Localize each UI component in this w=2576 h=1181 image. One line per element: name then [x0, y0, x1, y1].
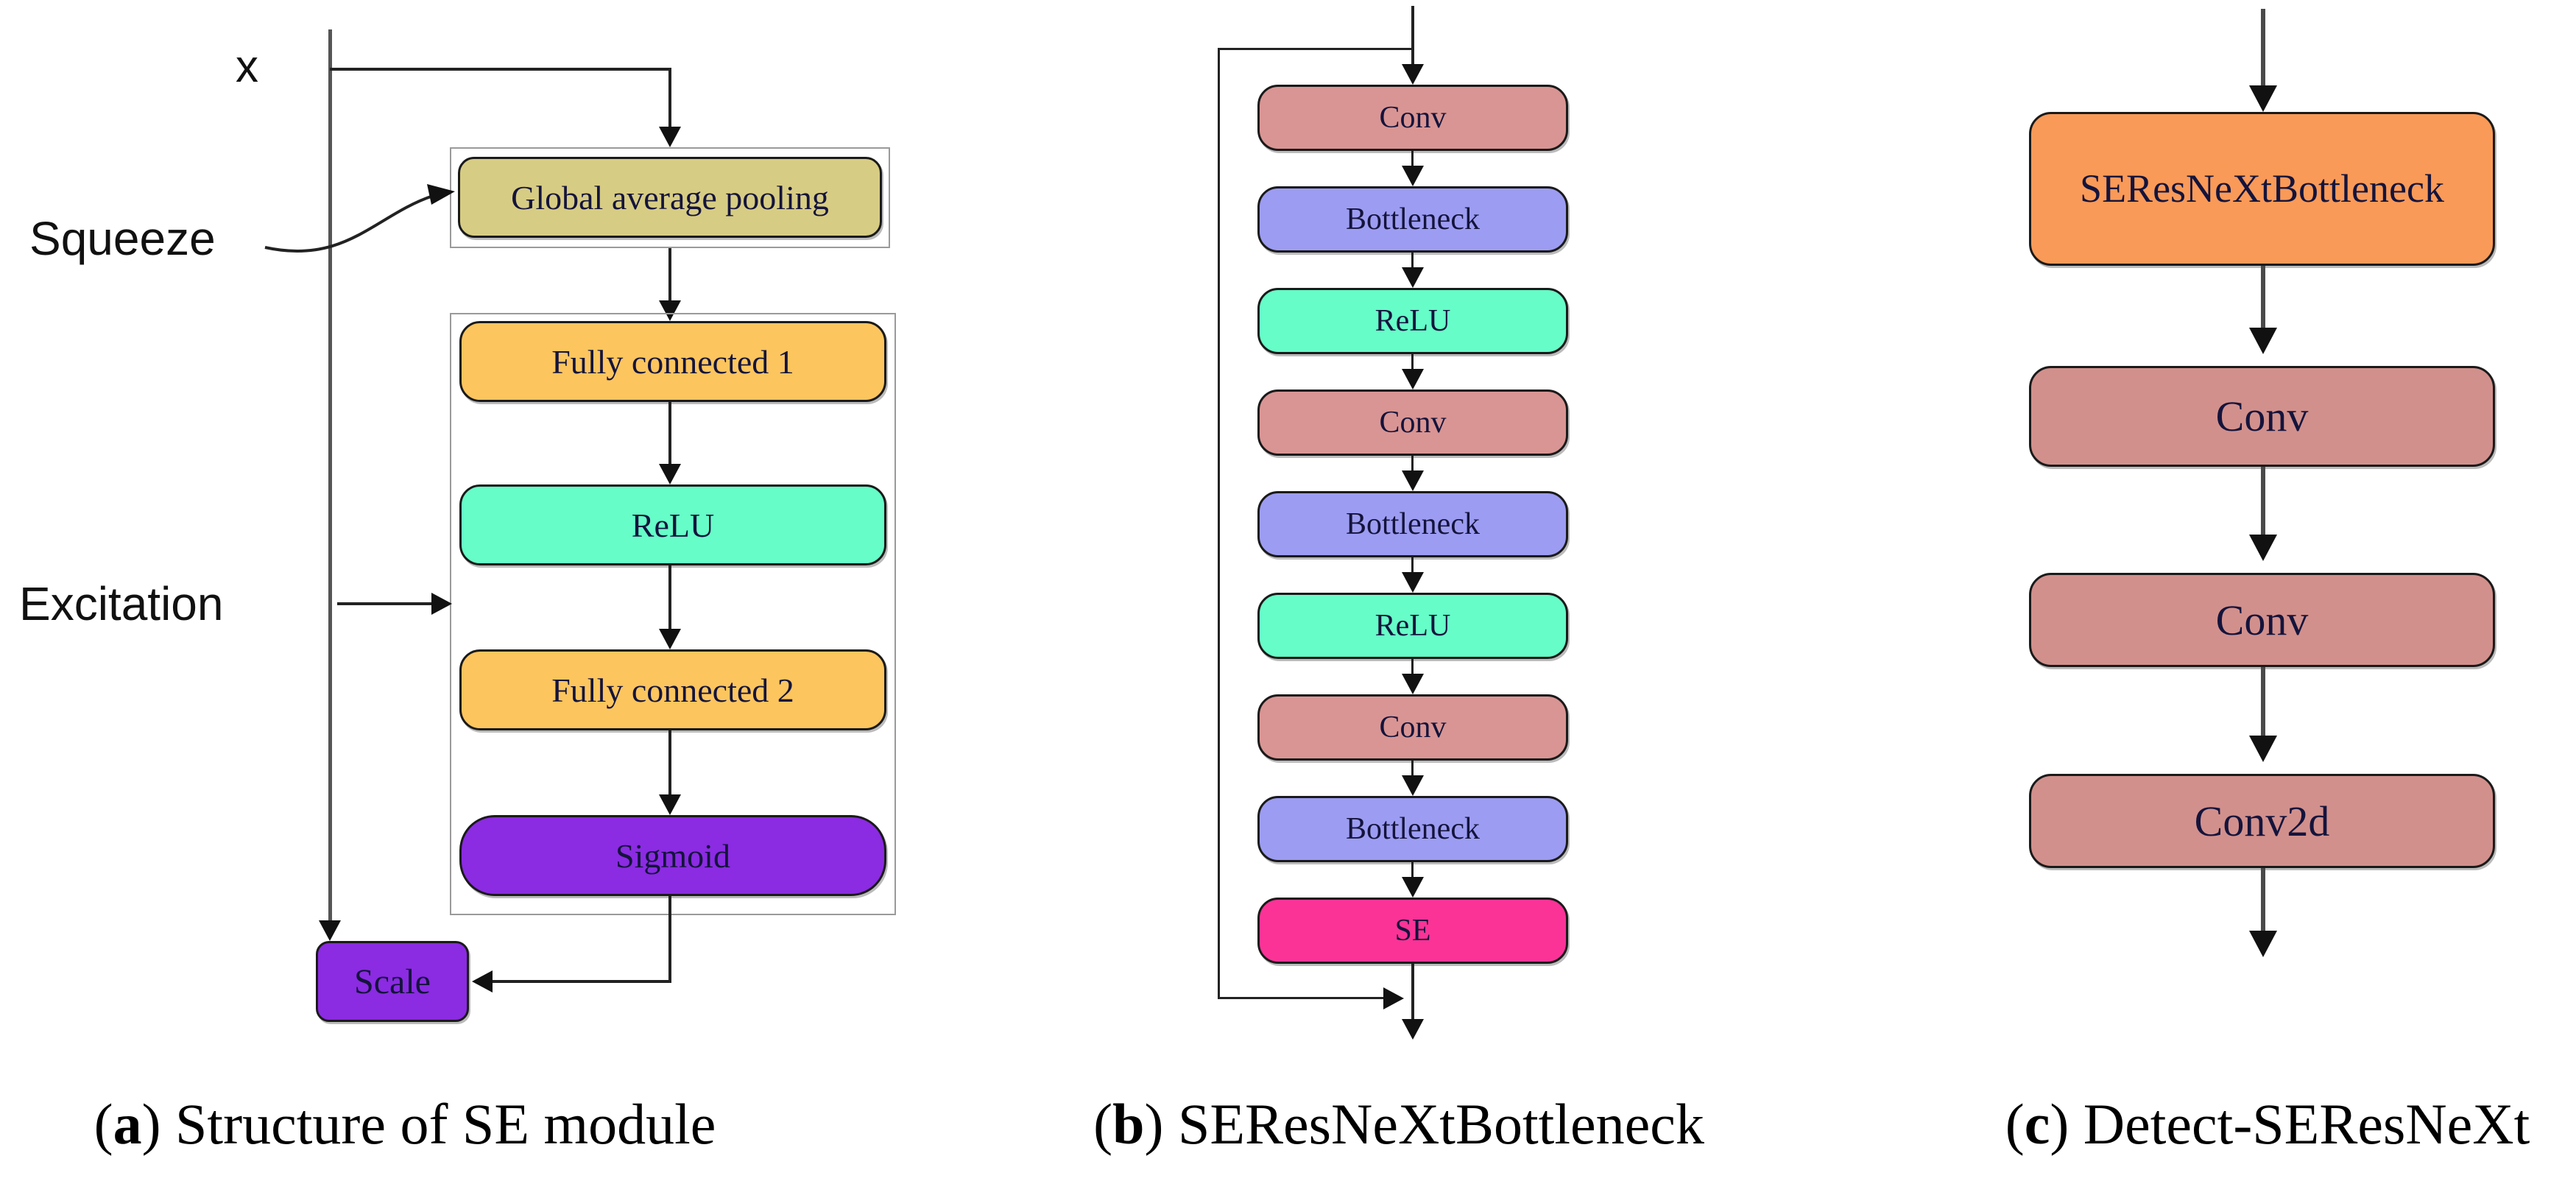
caption-paren: )	[1144, 1092, 1178, 1156]
node-fully-connected-2: Fully connected 2	[459, 649, 886, 730]
caption-a: (a) Structure of SE module	[59, 1096, 751, 1153]
arrowhead-down-icon	[1402, 470, 1424, 491]
connector-line	[668, 730, 671, 794]
arrowhead-down-icon	[1402, 369, 1424, 389]
arrowhead-down-icon	[659, 794, 681, 815]
connector-line	[2261, 467, 2265, 536]
caption-text: SEResNeXtBottleneck	[1177, 1092, 1704, 1156]
skip-connection-line	[1218, 997, 1383, 999]
arrowhead-down-icon	[659, 629, 681, 649]
caption-paren: )	[141, 1092, 176, 1156]
connector-line	[668, 402, 671, 464]
arrowhead-down-icon	[2249, 535, 2277, 561]
arrowhead-down-icon	[1402, 572, 1424, 593]
node-global-average-pooling: Global average pooling	[458, 157, 882, 238]
arrowhead-down-icon	[1402, 267, 1424, 288]
arrowhead-down-icon	[1402, 775, 1424, 796]
connector-line	[668, 565, 671, 629]
caption-c: (c) Detect-SEResNeXt	[1907, 1096, 2576, 1153]
arrowhead-down-icon	[1402, 166, 1424, 186]
node-bottleneck: Bottleneck	[1257, 491, 1568, 557]
caption-paren: (	[93, 1092, 113, 1156]
connector-line	[493, 980, 671, 983]
node-seresnext-bottleneck: SEResNeXtBottleneck	[2029, 112, 2495, 266]
skip-connection-line	[1219, 48, 1413, 50]
node-conv: Conv	[2029, 573, 2495, 667]
connector-line	[668, 248, 671, 301]
input-x-label: x	[236, 41, 258, 92]
node-conv: Conv	[1257, 389, 1568, 456]
caption-paren: )	[2050, 1092, 2083, 1156]
connector-line	[1411, 151, 1414, 167]
arrowhead-right-icon	[431, 593, 452, 615]
connector-line	[2261, 9, 2265, 85]
node-bottleneck: Bottleneck	[1257, 796, 1568, 862]
connector-line	[1411, 557, 1414, 574]
node-fully-connected-1: Fully connected 1	[459, 321, 886, 402]
arrowhead-down-icon	[2249, 931, 2277, 957]
main-branch-line	[328, 29, 332, 920]
connector-line	[1411, 253, 1414, 269]
arrowhead-down-icon	[659, 300, 681, 321]
caption-letter: a	[113, 1092, 142, 1156]
connector-line	[668, 896, 671, 983]
node-conv2d: Conv2d	[2029, 774, 2495, 868]
node-relu: ReLU	[1257, 593, 1568, 659]
node-sigmoid: Sigmoid	[459, 815, 886, 896]
connector-line	[1411, 456, 1414, 472]
connector-line	[1411, 354, 1414, 370]
caption-b: (b) SEResNeXtBottleneck	[1045, 1096, 1752, 1153]
node-bottleneck: Bottleneck	[1257, 186, 1568, 253]
arrowhead-left-icon	[472, 970, 493, 993]
arrowhead-down-icon	[1402, 64, 1424, 85]
node-conv: Conv	[1257, 694, 1568, 761]
connector-line	[2261, 667, 2265, 737]
arrowhead-down-icon	[1402, 877, 1424, 898]
excitation-label: Excitation	[19, 577, 224, 630]
caption-paren: (	[2005, 1092, 2025, 1156]
connector-line	[1411, 659, 1414, 675]
node-relu: ReLU	[459, 484, 886, 565]
arrowhead-down-icon	[319, 920, 341, 941]
connector-line	[2261, 266, 2265, 329]
arrowhead-down-icon	[2249, 736, 2277, 762]
arrowhead-down-icon	[2249, 85, 2277, 112]
connector-line	[1411, 6, 1414, 65]
node-conv: Conv	[1257, 85, 1568, 151]
connector-line	[668, 68, 671, 127]
arrowhead-down-icon	[1402, 1019, 1424, 1040]
squeeze-label: Squeeze	[29, 212, 216, 265]
connector-line	[2261, 868, 2265, 932]
connector-line	[1411, 964, 1414, 1020]
excitation-arrow-line	[337, 602, 431, 605]
arrowhead-down-icon	[659, 127, 681, 147]
caption-text: Detect-SEResNeXt	[2083, 1092, 2530, 1156]
node-se: SE	[1257, 898, 1568, 964]
arrowhead-right-icon	[1383, 987, 1404, 1009]
node-conv: Conv	[2029, 366, 2495, 467]
connector-line	[330, 68, 671, 71]
connector-line	[1411, 862, 1414, 878]
caption-text: Structure of SE module	[175, 1092, 716, 1156]
caption-letter: b	[1112, 1092, 1145, 1156]
connector-line	[1411, 761, 1414, 777]
arrowhead-down-icon	[2249, 328, 2277, 354]
skip-connection-line	[1218, 48, 1220, 999]
arrowhead-down-icon	[659, 464, 681, 484]
caption-paren: (	[1093, 1092, 1113, 1156]
arrowhead-down-icon	[1402, 674, 1424, 694]
node-scale: Scale	[316, 941, 469, 1022]
node-relu: ReLU	[1257, 288, 1568, 354]
caption-letter: c	[2024, 1092, 2050, 1156]
